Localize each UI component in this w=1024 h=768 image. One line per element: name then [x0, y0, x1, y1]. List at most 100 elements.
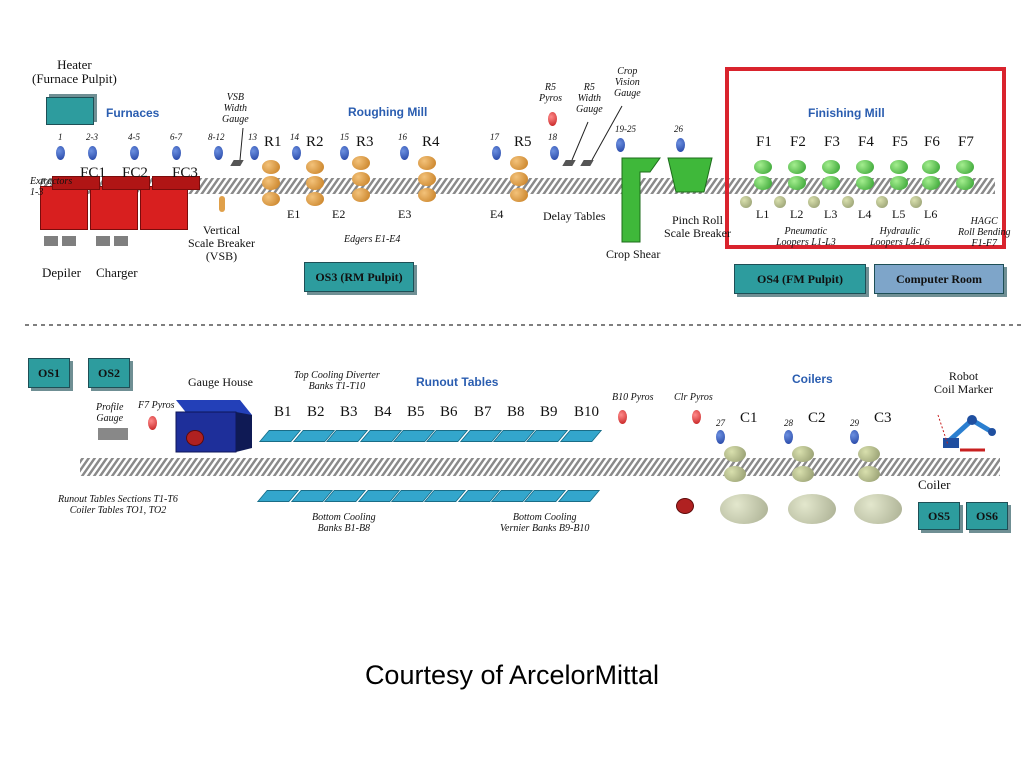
pyro-number: 27 [716, 418, 725, 428]
roughing-stand-label: R5 [514, 134, 532, 150]
roughing-roll [262, 192, 280, 206]
r5-pyrometer-icon [548, 112, 557, 126]
roughing-roll [510, 156, 528, 170]
finishing-roll [922, 176, 940, 190]
charger-tray [96, 236, 110, 246]
finishing-stand-label: F2 [790, 134, 806, 150]
coiler-label: C2 [808, 410, 826, 426]
looper-label: L2 [790, 207, 804, 221]
edger-label: E1 [287, 207, 301, 221]
finishing-stand-label: F5 [892, 134, 908, 150]
pneumatic-loopers-label: Pneumatic Loopers L1-L3 [776, 226, 836, 248]
r5-width-gauge-label: R5 Width Gauge [576, 82, 603, 115]
finishing-roll [956, 160, 974, 174]
coiler-roll [792, 446, 814, 462]
pyro-number: 2-3 [86, 132, 98, 142]
os5-station: OS5 [918, 502, 960, 530]
finishing-stand-label: F1 [756, 134, 772, 150]
roughing-roll [510, 188, 528, 202]
pyro-number: 18 [548, 132, 557, 142]
pyrometer-icon [214, 146, 223, 160]
pyro-number: 6-7 [170, 132, 182, 142]
coiler-roll [858, 446, 880, 462]
pyro-number: 29 [850, 418, 859, 428]
pyrometer-icon [850, 430, 859, 444]
roughing-roll [352, 172, 370, 186]
roughing-stand-label: R1 [264, 134, 282, 150]
roughing-stand-label: R4 [422, 134, 440, 150]
heater-label: Heater (Furnace Pulpit) [32, 57, 117, 87]
pyrometer-icon [676, 138, 685, 152]
lower-roller-table [80, 458, 1000, 476]
looper-roll [774, 196, 786, 208]
pyrometer-icon [492, 146, 501, 160]
looper-label: L5 [892, 207, 906, 221]
crop-vision-gauge-label: Crop Vision Gauge [614, 66, 641, 99]
charger-label: Charger [96, 265, 138, 280]
finishing-stand-label: F6 [924, 134, 940, 150]
coiler-sensor-icon [676, 498, 694, 514]
edger-label: E2 [332, 207, 346, 221]
looper-roll [740, 196, 752, 208]
f7-pyros-label: F7 Pyros [138, 400, 175, 411]
looper-label: L6 [924, 207, 938, 221]
fc-label: FC3 [172, 165, 198, 181]
roughing-roll [418, 188, 436, 202]
coil-mandrel [788, 494, 836, 524]
finishing-roll [822, 160, 840, 174]
hagc-label: HAGC Roll Bending F1-F7 [958, 216, 1011, 249]
computer-room: Computer Room [874, 264, 1004, 294]
gauge-house-sensor-icon [186, 430, 204, 446]
cooling-bank-label: B5 [407, 404, 425, 420]
depiler-label: Depiler [42, 265, 81, 280]
furnace-roof [52, 176, 100, 190]
roughing-roll [510, 172, 528, 186]
cooling-bank-label: B10 [574, 404, 600, 420]
runout-sections-label: Runout Tables Sections T1-T6 Coiler Tabl… [58, 494, 178, 516]
finishing-roll [754, 176, 772, 190]
f7-pyrometer-icon [148, 416, 157, 430]
finishing-roll [956, 176, 974, 190]
depiler-tray [44, 236, 58, 246]
furnace-roof [102, 176, 150, 190]
finishing-mill-highlight [725, 67, 1006, 249]
r5-pyros-label: R5 Pyros [539, 82, 562, 104]
runout-tables-title: Runout Tables [416, 375, 499, 389]
coil-mandrel [720, 494, 768, 524]
furnaces-title: Furnaces [106, 106, 160, 120]
gauge-house-roof [176, 400, 252, 415]
pyro-number: 19-25 [615, 124, 636, 134]
finishing-stand-label: F3 [824, 134, 840, 150]
coiler-label: C3 [874, 410, 892, 426]
cooling-bank-label: B2 [307, 404, 325, 420]
charger-tray [114, 236, 128, 246]
finishing-roll [822, 176, 840, 190]
pyrometer-icon [292, 146, 301, 160]
heater-pulpit-block [46, 97, 94, 125]
b10-pyros-label: B10 Pyros [612, 392, 654, 403]
edgers-label: Edgers E1-E4 [344, 234, 401, 245]
roughing-roll [306, 160, 324, 174]
pyro-number: 1 [58, 132, 63, 142]
vsb-gauge-leader [239, 127, 244, 161]
finishing-roll [856, 160, 874, 174]
b10-pyrometer-icon [618, 410, 627, 424]
pyro-number: 8-12 [208, 132, 225, 142]
pyro-number: 4-5 [128, 132, 140, 142]
looper-roll [842, 196, 854, 208]
pyrometer-icon [250, 146, 259, 160]
roughing-stand-label: R2 [306, 134, 324, 150]
pyrometer-icon [56, 146, 65, 160]
profile-gauge-label: Profile Gauge [96, 402, 124, 424]
vsb-width-gauge-label: VSB Width Gauge [222, 92, 249, 125]
pyro-number: 13 [248, 132, 257, 142]
pyrometer-icon [172, 146, 181, 160]
r5-width-leader [571, 121, 589, 161]
pyrometer-icon [716, 430, 725, 444]
os2-station: OS2 [88, 358, 130, 388]
cooling-bank-label: B7 [474, 404, 492, 420]
robot-coil-marker-graphic [937, 414, 996, 452]
finishing-roll [856, 176, 874, 190]
crop-shear-body [621, 157, 661, 243]
